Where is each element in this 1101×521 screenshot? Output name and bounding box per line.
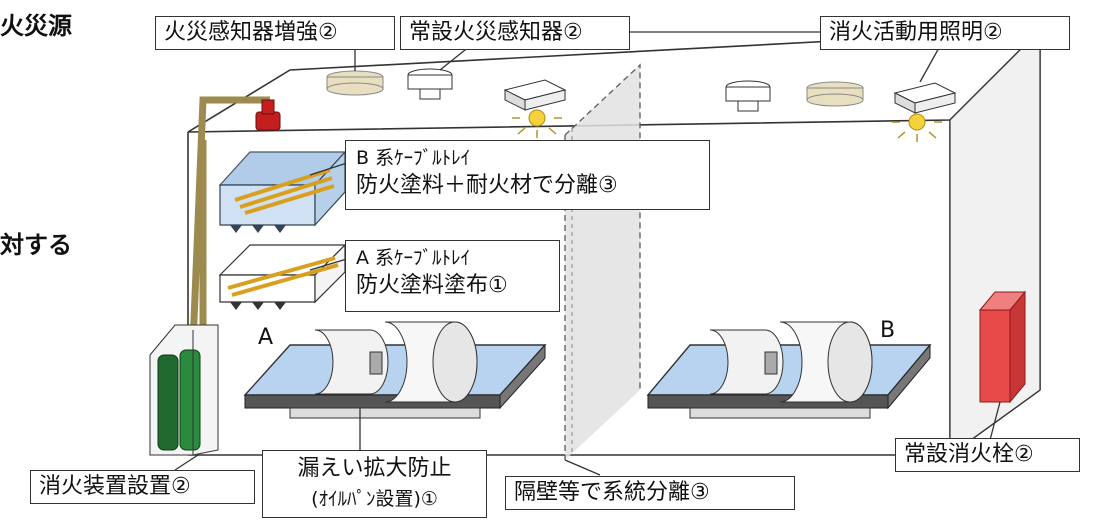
fire-fighting-light-1	[503, 79, 567, 138]
leak-prevention-line1: 漏えい拡大防止	[297, 456, 452, 481]
fire-detector-enhanced-2	[806, 81, 864, 107]
pump-a	[243, 321, 547, 419]
left-fragment-middle: 対する	[0, 231, 72, 259]
cable-tray-b-title: B 系ｹｰﾌﾞﾙﾄﾚｲ	[356, 147, 471, 169]
fire-detector-enhanced-1	[326, 70, 384, 96]
cable-tray-a-desc: 防火塗料塗布①	[356, 273, 508, 298]
fire-suppression-pipe	[189, 96, 270, 346]
fire-extinguisher-unit	[149, 324, 219, 456]
fire-hydrant-label: 常設消火栓②	[895, 438, 1080, 472]
separation-by-wall-label: 隔壁等で系統分離③	[505, 476, 795, 510]
partition-wall	[564, 63, 641, 460]
fire-hydrant	[978, 290, 1027, 404]
pump-b-label: B	[880, 318, 896, 343]
cable-tray-b-label: B 系ｹｰﾌﾞﾙﾄﾚｲ 防火塗料＋耐火材で分離③	[345, 140, 710, 210]
alarm-beacon	[255, 99, 281, 131]
pump-a-label: A	[258, 325, 274, 350]
leak-prevention-label: 漏えい拡大防止 (ｵｲﾙﾊﾟﾝ設置)①	[262, 450, 487, 518]
fire-detector-permanent-1	[407, 68, 453, 100]
cable-tray-a	[218, 243, 347, 310]
cable-tray-b-desc: 防火塗料＋耐火材で分離③	[356, 173, 618, 198]
permanent-fire-detector-label: 常設火災感知器②	[400, 16, 630, 50]
pump-b	[646, 321, 932, 419]
fire-detector-permanent-2	[725, 80, 771, 112]
fire-fighting-light-2	[892, 82, 957, 142]
left-fragment-top: 火災源	[0, 12, 72, 40]
cable-tray-b	[218, 150, 347, 233]
cable-tray-a-title: A 系ｹｰﾌﾞﾙﾄﾚｲ	[356, 247, 471, 269]
leak-prevention-line2: (ｵｲﾙﾊﾟﾝ設置)①	[311, 488, 438, 510]
fire-extinguisher-install-label: 消火装置設置②	[30, 470, 255, 504]
leader-lines	[174, 31, 1001, 476]
fire-fighting-lighting-label: 消火活動用照明②	[820, 16, 1070, 50]
cable-tray-a-label: A 系ｹｰﾌﾞﾙﾄﾚｲ 防火塗料塗布①	[345, 240, 560, 312]
fire-detector-enhance-label: 火災感知器増強②	[155, 16, 395, 50]
